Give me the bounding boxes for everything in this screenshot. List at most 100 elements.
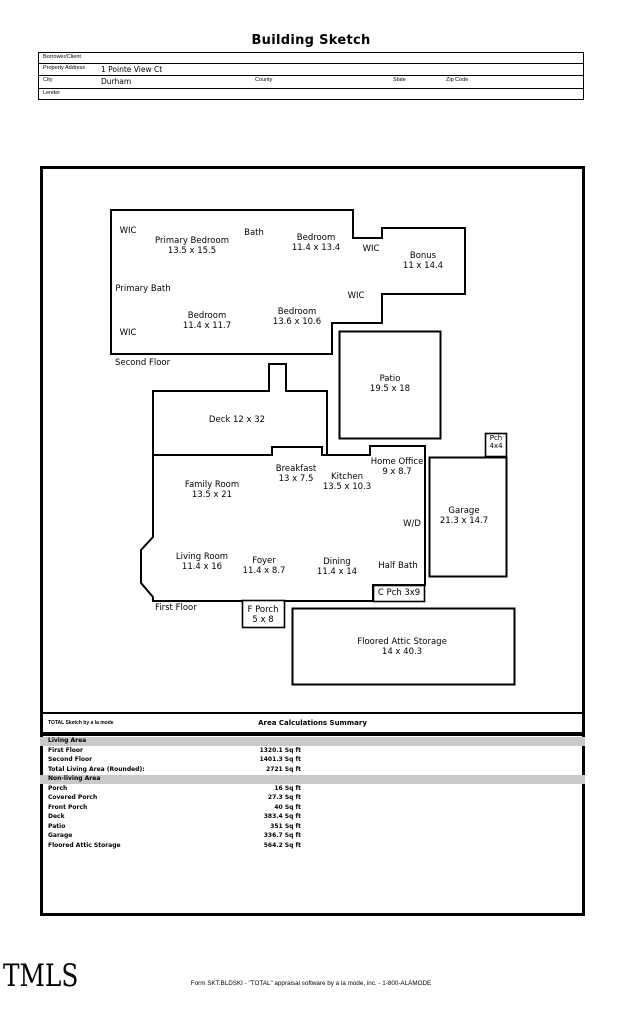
row-value: 336.7 Sq ft: [263, 832, 301, 839]
room-name: Garage: [448, 506, 480, 516]
room-label-f-porch: F Porch 5 x 8: [247, 605, 279, 625]
zip-label: Zip Code: [446, 77, 469, 83]
summary-divider-bar: [40, 732, 585, 736]
primary-bath-label: Primary Bath: [115, 284, 171, 294]
nonliving-area-header: Non-living Area: [40, 775, 585, 784]
garage-outline: [428, 456, 508, 578]
row-value: 16 Sq ft: [274, 784, 301, 792]
room-name: F Porch: [247, 605, 279, 615]
room-name: Breakfast: [275, 464, 317, 474]
room-dims: 11.4 x 8.7: [242, 565, 286, 576]
room-dims: 13.6 x 10.6: [272, 316, 322, 327]
form-row-property: Property Address 1 Pointe View Ct: [39, 64, 583, 76]
attic-storage-outline: [291, 607, 516, 686]
room-label-bonus: Bonus 11 x 14.4: [402, 251, 444, 271]
summary-header: TOTAL Sketch by a la mode Area Calculati…: [40, 712, 585, 732]
summary-row-covered-porch: Covered Porch 27.3 Sq ft: [40, 793, 585, 803]
washer-dryer-label: W/D: [403, 519, 421, 529]
room-label-primary-bedroom: Primary Bedroom 13.5 x 15.5: [155, 236, 229, 256]
form-row-city: City Durham County State Zip Code: [39, 76, 583, 89]
room-name: Bedroom: [296, 233, 336, 243]
lender-label: Lender: [43, 90, 61, 96]
room-dims: 11.4 x 13.4: [291, 242, 341, 253]
room-label-foyer: Foyer 11.4 x 8.7: [242, 556, 286, 576]
room-name: Bedroom: [187, 311, 227, 321]
room-dims: 19.5 x 18: [369, 383, 411, 394]
covered-porch-outline: [372, 584, 426, 603]
room-label-family-room: Family Room 13.5 x 21: [184, 480, 240, 500]
summary-brand: TOTAL Sketch by a la mode: [48, 720, 114, 726]
room-label-living-room: Living Room 11.4 x 16: [175, 552, 229, 572]
row-label: Total Living Area (Rounded):: [48, 765, 145, 773]
half-bath-label: Half Bath: [378, 561, 418, 571]
room-label-attic-storage: Floored Attic Storage 14 x 40.3: [357, 637, 447, 657]
room-label-bedroom-3: Bedroom 13.6 x 10.6: [272, 307, 322, 327]
area-calculations-summary: TOTAL Sketch by a la mode Area Calculati…: [40, 712, 585, 850]
room-dims: 11 x 14.4: [402, 260, 444, 271]
room-label-bedroom-1: Bedroom 11.4 x 13.4: [291, 233, 341, 253]
room-name: Patio: [379, 374, 401, 384]
room-name: Bonus: [409, 251, 437, 261]
row-label: Deck: [48, 813, 65, 820]
property-address-label: Property Address: [43, 65, 86, 71]
summary-title: Area Calculations Summary: [258, 719, 367, 727]
room-dims: 21.3 x 14.7: [439, 515, 489, 526]
page-title: Building Sketch: [251, 33, 371, 48]
row-label: Patio: [48, 822, 66, 830]
room-dims: 13 x 7.5: [278, 473, 314, 484]
room-label-home-office: Home Office 9 x 8.7: [370, 457, 424, 477]
room-label-patio: Patio 19.5 x 18: [369, 374, 411, 394]
room-name: Home Office: [370, 457, 424, 467]
room-name: Foyer: [252, 556, 276, 566]
sketch-frame: [40, 166, 585, 916]
room-dims: 13.5 x 15.5: [167, 245, 217, 256]
summary-row-attic-storage: Floored Attic Storage 564.2 Sq ft: [40, 841, 585, 851]
room-name: Living Room: [175, 552, 229, 562]
room-label-dining: Dining 11.4 x 14: [317, 557, 357, 577]
pch-outline: [484, 432, 508, 458]
row-label: Porch: [48, 784, 68, 792]
row-label: Floored Attic Storage: [48, 841, 121, 849]
wic-label-2: WIC: [362, 244, 380, 254]
borrower-label: Borrower/Client: [43, 54, 81, 60]
row-value: 564.2 Sq ft: [263, 841, 301, 849]
row-label: First Floor: [48, 746, 84, 754]
summary-row-deck: Deck 383.4 Sq ft: [40, 812, 585, 822]
row-value: 1401.3 Sq ft: [259, 756, 301, 763]
second-floor-caption: Second Floor: [115, 358, 171, 368]
property-address-value: 1 Pointe View Ct: [101, 65, 163, 74]
room-name: Pch: [489, 434, 503, 442]
first-floor-caption: First Floor: [155, 603, 197, 613]
room-dims: 4x4: [489, 441, 503, 450]
tmls-logo: TMLS: [3, 958, 79, 994]
summary-row-front-porch: Front Porch 40 Sq ft: [40, 803, 585, 813]
form-row-lender: Lender: [39, 89, 583, 99]
room-label-breakfast: Breakfast 13 x 7.5: [275, 464, 317, 484]
row-value: 1320.1 Sq ft: [259, 746, 301, 754]
covered-porch-label: C Pch 3x9: [377, 588, 421, 598]
room-dims: 5 x 8: [252, 614, 274, 625]
row-label: Second Floor: [48, 756, 93, 763]
patio-outline: [338, 330, 442, 440]
city-value: Durham: [101, 77, 132, 86]
wic-label-1: WIC: [119, 226, 137, 236]
room-dims: 9 x 8.7: [382, 466, 412, 477]
wic-label-4: WIC: [119, 328, 137, 338]
front-porch-outline: [241, 599, 286, 629]
room-dims: 14 x 40.3: [381, 646, 423, 657]
summary-row-patio: Patio 351 Sq ft: [40, 822, 585, 832]
room-label-garage: Garage 21.3 x 14.7: [439, 506, 489, 526]
room-label-kitchen: Kitchen 13.5 x 10.3: [322, 472, 372, 492]
room-dims: 13.5 x 10.3: [322, 481, 372, 492]
row-value: 383.4 Sq ft: [263, 813, 301, 820]
room-name: Primary Bedroom: [155, 236, 229, 246]
room-dims: 11.4 x 16: [181, 561, 223, 572]
living-area-header: Living Area: [40, 737, 585, 746]
room-name: Kitchen: [331, 472, 363, 482]
row-label: Front Porch: [48, 803, 88, 811]
room-name: Dining: [323, 557, 351, 567]
row-value: 2721 Sq ft: [266, 765, 301, 773]
room-name: Family Room: [184, 480, 240, 490]
